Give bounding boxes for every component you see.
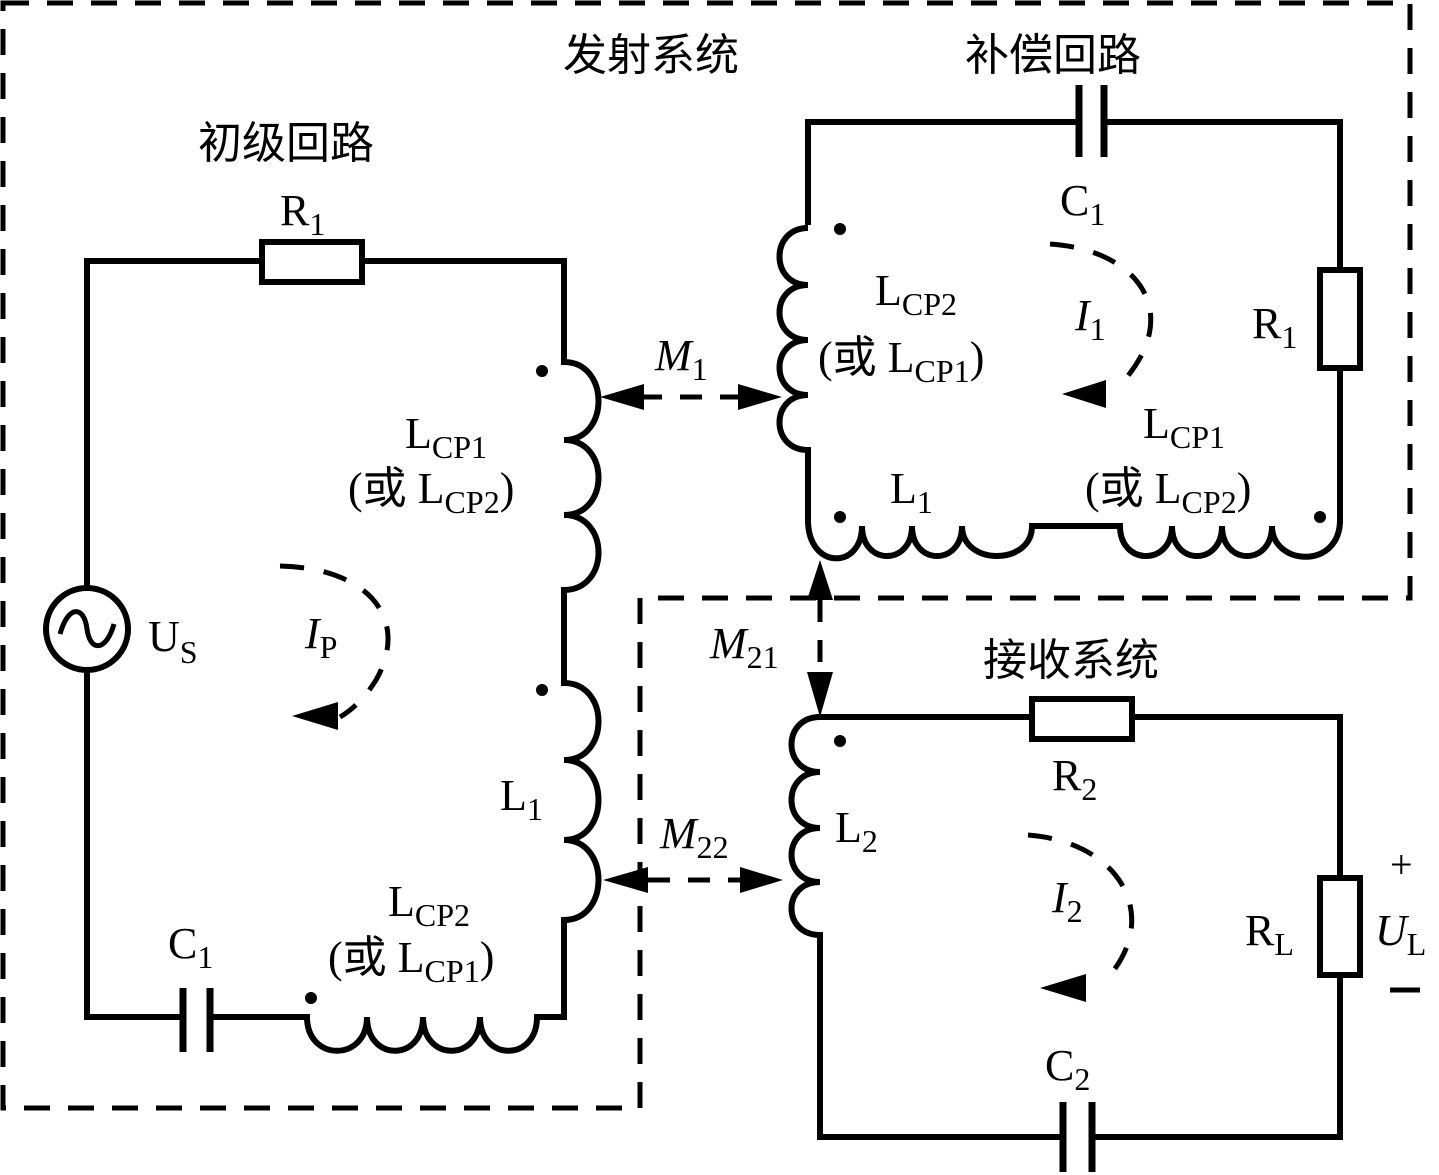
current-arrow-icon bbox=[1040, 974, 1086, 1002]
coupling-m1-label: M1 bbox=[654, 331, 708, 387]
coil-l1-primary bbox=[563, 680, 602, 923]
primary-loop: R1 US LCP1 (或 LCP2) L1 LCP2 (或 LCP1) C1 … bbox=[43, 186, 602, 1054]
coil-lcp1-primary-label: LCP1 bbox=[405, 409, 487, 465]
polarity-dot bbox=[1314, 511, 1326, 523]
wire bbox=[359, 258, 567, 365]
wire bbox=[1129, 714, 1343, 881]
coil-l1-primary-label: L1 bbox=[500, 771, 543, 827]
coupling-m21-label: M21 bbox=[709, 619, 779, 675]
current-loop-i2 bbox=[1027, 832, 1135, 977]
receiver-loop: L2 R2 RL + UL C2 I2 bbox=[788, 696, 1426, 1172]
capacitor-c2-label: C2 bbox=[1045, 1041, 1090, 1097]
resistor-r1-comp bbox=[1317, 267, 1363, 371]
current-ip-label: IP bbox=[304, 609, 337, 665]
capacitor-c1-primary-label: C1 bbox=[168, 919, 213, 975]
current-loop-i1 bbox=[1049, 241, 1154, 387]
polarity-dot bbox=[834, 223, 846, 235]
wire bbox=[84, 258, 265, 591]
polarity-dot bbox=[834, 735, 846, 747]
wire bbox=[534, 917, 567, 1020]
coil-lcp1-comp bbox=[1117, 519, 1343, 560]
resistor-r1-primary bbox=[259, 239, 365, 285]
wire bbox=[84, 667, 183, 1020]
coil-l1-comp-label: L1 bbox=[890, 464, 933, 520]
coil-l2 bbox=[788, 714, 821, 938]
coil-l1-comp bbox=[805, 519, 1035, 562]
wire bbox=[817, 932, 1066, 1140]
polarity-dot bbox=[305, 992, 317, 1004]
sine-wave-icon bbox=[57, 609, 117, 649]
coupling-m21: M21 bbox=[709, 560, 833, 717]
coupling-m1: M1 bbox=[600, 331, 782, 410]
coil-lcp1-primary-alt-label: (或 LCP2) bbox=[348, 464, 514, 520]
coupling-arrow-left-icon bbox=[600, 384, 644, 410]
coil-lcp2-comp-alt-label: (或 LCP1) bbox=[818, 333, 984, 389]
coupling-arrow-down-icon bbox=[807, 672, 833, 717]
resistor-rl bbox=[1317, 875, 1363, 978]
coupling-m22: M22 bbox=[603, 809, 783, 893]
wire bbox=[1089, 972, 1343, 1140]
coil-lcp1-comp-alt-label: (或 LCP2) bbox=[1085, 464, 1251, 520]
capacitor-c1-comp-label: C1 bbox=[1060, 176, 1105, 232]
current-arrow-icon bbox=[1062, 380, 1106, 408]
coupling-arrow-right-icon bbox=[738, 384, 782, 410]
resistor-rl-label: RL bbox=[1245, 906, 1294, 962]
source-label: US bbox=[148, 612, 198, 670]
coupling-arrow-right-icon bbox=[740, 867, 783, 893]
polarity-dot bbox=[536, 684, 548, 696]
current-loop-ip bbox=[279, 563, 391, 720]
current-i1-label: I1 bbox=[1074, 291, 1106, 347]
compensation-loop: C1 R1 LCP2 (或 LCP1) L1 LCP1 (或 LCP2) I1 bbox=[776, 85, 1363, 562]
resistor-r2 bbox=[1029, 696, 1135, 742]
receiver-title: 接收系统 bbox=[983, 635, 1159, 686]
wire bbox=[805, 119, 1081, 225]
current-arrow-icon bbox=[292, 702, 338, 730]
polarity-dot bbox=[834, 511, 846, 523]
coil-lcp1-primary bbox=[563, 359, 602, 593]
voltage-plus-sign: + bbox=[1390, 842, 1413, 887]
coupling-m22-label: M22 bbox=[659, 809, 729, 865]
compensation-loop-title: 补偿回路 bbox=[965, 30, 1141, 81]
coil-lcp1-comp-label: LCP1 bbox=[1143, 399, 1225, 455]
coupling-arrow-left-icon bbox=[603, 867, 648, 893]
coil-lcp2-primary-label: LCP2 bbox=[388, 877, 470, 933]
transmitter-title: 发射系统 bbox=[563, 30, 739, 81]
polarity-dot bbox=[536, 365, 548, 377]
current-i2-label: I2 bbox=[1051, 873, 1083, 929]
primary-loop-title: 初级回路 bbox=[198, 118, 374, 169]
resistor-r2-label: R2 bbox=[1052, 751, 1097, 807]
resistor-r1-primary-label: R1 bbox=[280, 186, 325, 242]
wire bbox=[1102, 119, 1343, 273]
coil-l2-label: L2 bbox=[835, 803, 878, 859]
coil-lcp2-comp-label: LCP2 bbox=[875, 266, 957, 322]
coil-lcp2-primary bbox=[304, 1016, 540, 1054]
coil-lcp2-primary-alt-label: (或 LCP1) bbox=[328, 933, 494, 989]
coil-lcp2-comp bbox=[776, 225, 809, 453]
coupling-arrow-up-icon bbox=[807, 560, 833, 600]
voltage-ul-label: UL bbox=[1375, 906, 1426, 962]
resistor-r1-comp-label: R1 bbox=[1252, 299, 1297, 355]
